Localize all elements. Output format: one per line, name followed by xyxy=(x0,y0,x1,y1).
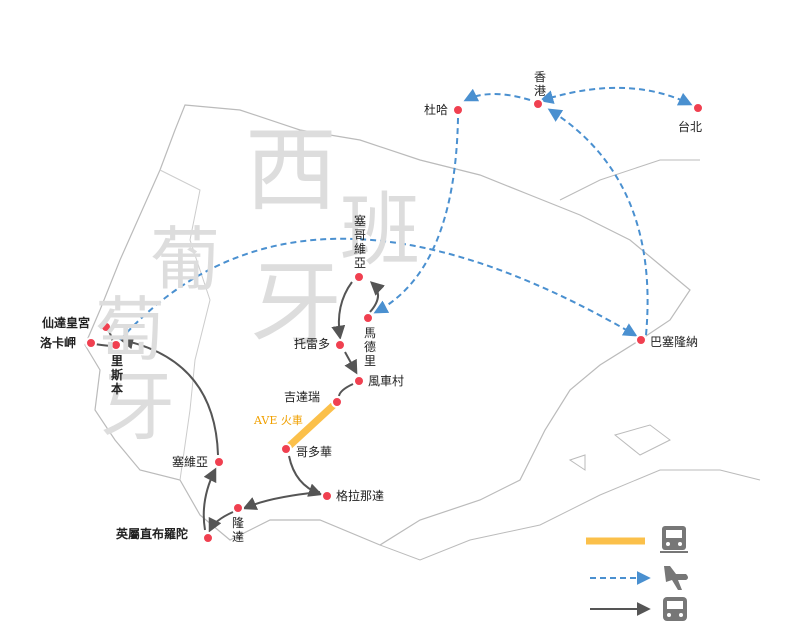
watermark-portugal-2: 萄 xyxy=(95,289,165,371)
city-dot-granada xyxy=(321,490,333,502)
city-dot-hongkong xyxy=(532,98,544,110)
city-dot-barcelona xyxy=(635,334,647,346)
city-dot-windmill xyxy=(353,375,365,387)
flight-route xyxy=(463,88,531,102)
portugal-border xyxy=(159,169,211,481)
bus-route xyxy=(119,335,219,456)
city-dot-segovia xyxy=(353,271,365,283)
watermark-spain-2: 班 xyxy=(340,184,420,277)
city-label-toledo: 托雷多 xyxy=(294,337,331,351)
city-dot-sintra xyxy=(100,321,112,333)
bus-route xyxy=(369,281,385,313)
bus-icon xyxy=(663,597,687,621)
train-icon xyxy=(660,526,688,553)
city-label-sintra: 仙達皇宮 xyxy=(42,316,91,330)
watermark-portugal-3: 牙 xyxy=(100,363,176,451)
city-dot-taipei xyxy=(692,102,704,114)
flight-route xyxy=(119,237,638,341)
watermark-spain-3: 牙 xyxy=(250,252,343,359)
city-dot-cordoba xyxy=(280,443,292,455)
watermark-spain-1: 西 xyxy=(245,117,338,224)
city-dot-quixote xyxy=(331,396,343,408)
city-label-hongkong: 香港 xyxy=(533,70,546,98)
city-label-segovia: 塞哥維亞 xyxy=(353,214,366,270)
city-label-windmill: 風車村 xyxy=(368,374,405,388)
city-dot-doha xyxy=(452,104,464,116)
ave-train-label: AVE 火車 xyxy=(254,414,303,427)
city-label-granada: 格拉那達 xyxy=(336,489,385,503)
france-coast xyxy=(559,159,700,201)
city-label-roca: 洛卡岬 xyxy=(40,336,77,350)
flight-route xyxy=(539,86,693,106)
bus-route xyxy=(242,491,321,510)
city-label-doha: 杜哈 xyxy=(424,103,449,117)
bus-route xyxy=(208,511,234,533)
train-route xyxy=(283,399,340,452)
city-dot-gibraltar xyxy=(202,532,214,544)
bus-route xyxy=(202,467,217,531)
city-label-taipei: 台北 xyxy=(678,120,703,134)
bus-route xyxy=(338,383,354,397)
city-label-madrid: 馬德里 xyxy=(363,326,376,368)
city-label-gibraltar: 英屬直布羅陀 xyxy=(116,527,189,541)
watermark-portugal-1: 葡 xyxy=(150,219,220,301)
city-dot-roca xyxy=(85,337,97,349)
city-dot-madrid xyxy=(362,312,374,324)
city-dot-lisbon xyxy=(110,339,122,351)
city-label-cordoba: 哥多華 xyxy=(296,445,333,459)
city-label-lisbon: 里斯本 xyxy=(110,354,123,396)
city-label-barcelona: 巴塞隆納 xyxy=(650,335,699,349)
bus-route xyxy=(331,281,353,340)
city-dot-seville xyxy=(213,456,225,468)
city-label-quixote: 吉達瑞 xyxy=(284,390,321,404)
city-label-seville: 塞維亞 xyxy=(172,455,209,469)
city-label-ronda: 隆達 xyxy=(231,516,244,544)
bus-route xyxy=(344,351,358,375)
legend xyxy=(586,526,688,621)
iberia-land xyxy=(84,104,691,546)
airplane-icon xyxy=(664,566,688,590)
africa-coast xyxy=(379,469,761,561)
ibiza xyxy=(568,454,586,471)
city-dot-toledo xyxy=(334,339,346,351)
city-dot-ronda xyxy=(232,502,244,514)
mallorca xyxy=(613,424,671,456)
